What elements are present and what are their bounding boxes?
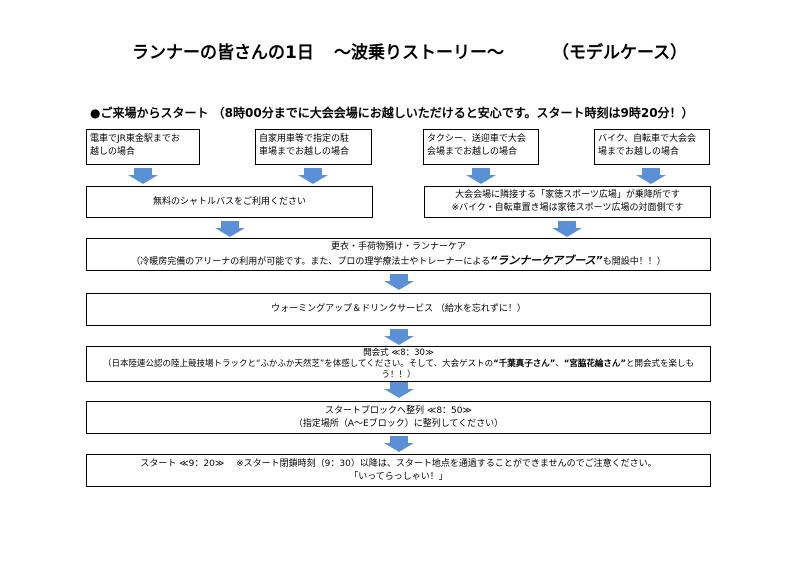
shuttle-box: 無料のシャトルバスをご利用ください xyxy=(86,186,373,218)
start-line1: スタート ≪9：20≫ ※スタート閉鎖時刻（9：30）以降は、スタート地点を通過… xyxy=(140,458,657,469)
shuttle-text: 無料のシャトルバスをご利用ください xyxy=(152,196,306,207)
arrow-down-icon xyxy=(215,221,245,237)
arrow-down-icon xyxy=(466,168,496,184)
opening-box: 開会式 ≪8：30≫ （日本陸連公認の陸上競技場トラックと“ふかふか天然芝”を体… xyxy=(86,346,711,382)
arrow-down-icon xyxy=(384,274,414,290)
start-box: スタート ≪9：20≫ ※スタート閉鎖時刻（9：30）以降は、スタート地点を通過… xyxy=(86,454,711,487)
changing-line1: 更衣・手荷物預け・ランナーケア xyxy=(330,241,466,252)
access-car-box: 自家用車等で指定の駐 車場までお越しの場合 xyxy=(255,129,372,165)
start-block-line2: （指定場所（A～Eブロック）に整列してください） xyxy=(293,418,504,429)
runner-care-booth-label: “ランナーケアブース” xyxy=(490,253,603,267)
access-taxi-box: タクシー、送迎車で大会 会場までお越しの場合 xyxy=(423,129,539,165)
access-bike-line1: バイク、自転車で大会会 xyxy=(598,134,697,144)
guest-chiba-name: “千葉真子さん” xyxy=(493,358,556,369)
start-block-box: スタートブロックへ整列 ≪8：50≫ （指定場所（A～Eブロック）に整列してくだ… xyxy=(86,401,711,434)
access-train-line2: 越しの場合 xyxy=(90,147,136,157)
opening-line1: 開会式 ≪8：30≫ xyxy=(363,347,434,358)
opening-line2-c: 、 xyxy=(555,358,564,369)
opening-line2: （日本陸連公認の陸上競技場トラックと“ふかふか天然芝”を体感してください。そして… xyxy=(103,359,694,370)
access-car-line2: 車場までお越しの場合 xyxy=(259,147,350,157)
warmup-box: ウォーミングアップ＆ドリンクサービス （給水を忘れずに！） xyxy=(86,293,711,326)
changing-line2: （冷暖房完備のアリーナの利用が可能です。また、プロの理学療法士やトレーナーによる… xyxy=(131,254,665,269)
arrow-down-icon xyxy=(128,168,158,184)
opening-line3: う！！） xyxy=(381,369,416,380)
changing-line2-pre: （冷暖房完備のアリーナの利用が可能です。また、プロの理学療法士やトレーナーによる xyxy=(131,256,491,267)
changing-line2-post: も開設中！！） xyxy=(602,256,666,267)
access-train-line1: 電車でJR東金駅までお xyxy=(90,134,180,144)
dropoff-line1: 大会会場に隣接する「家徳スポーツ広場」が乗降所です xyxy=(455,190,680,200)
arrow-down-icon xyxy=(636,168,666,184)
access-taxi-line2: 会場までお越しの場合 xyxy=(427,147,518,157)
title-main: ランナーの皆さんの1日 xyxy=(132,43,314,63)
arrow-down-icon xyxy=(384,382,414,398)
arrow-down-icon xyxy=(384,436,414,452)
warmup-text: ウォーミングアップ＆ドリンクサービス （給水を忘れずに！） xyxy=(271,304,526,314)
start-block-line1: スタートブロックへ整列 ≪8：50≫ xyxy=(325,405,472,416)
guest-miyawaki-name: “宮脇花綸さん” xyxy=(563,358,626,369)
arrow-down-icon xyxy=(298,168,328,184)
changing-box: 更衣・手荷物預け・ランナーケア （冷暖房完備のアリーナの利用が可能です。また、プ… xyxy=(86,238,711,271)
arrow-down-icon xyxy=(384,329,414,345)
access-bike-line2: 場までお越しの場合 xyxy=(598,147,680,157)
access-taxi-line1: タクシー、送迎車で大会 xyxy=(427,134,526,144)
access-car-line1: 自家用車等で指定の駐 xyxy=(259,134,350,144)
opening-line2-a: （日本陸連公認の陸上競技場トラックと“ふかふか天然芝”を体感してください。そして… xyxy=(102,358,494,369)
start-line2: 「いってらっしゃい！」 xyxy=(349,471,448,482)
intro-text: ●ご来場からスタート （8時00分までに大会会場にお越しいただけると安心です。ス… xyxy=(90,106,694,120)
title-model-case: （モデルケース） xyxy=(552,43,688,63)
dropoff-box: 大会会場に隣接する「家徳スポーツ広場」が乗降所です ※バイク・自転車置き場は家徳… xyxy=(424,186,711,218)
title-subtitle: ～波乗りストーリー～ xyxy=(334,43,504,63)
dropoff-line2: ※バイク・自転車置き場は家徳スポーツ広場の対面側です xyxy=(451,203,684,213)
opening-line2-e: と開会式を楽しも xyxy=(626,358,695,369)
arrow-down-icon xyxy=(552,221,582,237)
access-bike-box: バイク、自転車で大会会 場までお越しの場合 xyxy=(594,129,710,165)
access-train-box: 電車でJR東金駅までお 越しの場合 xyxy=(86,129,200,165)
